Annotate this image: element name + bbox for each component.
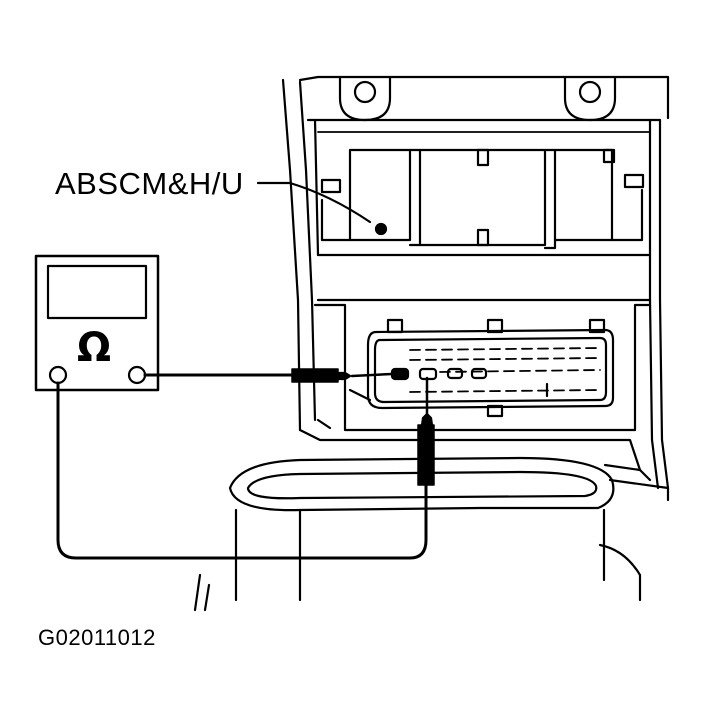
hydraulic-line	[193, 456, 642, 612]
callout-dot	[374, 222, 388, 236]
callout-leader	[256, 181, 372, 224]
module-callout-label: ABSCM&H/U	[55, 166, 244, 201]
abs-unit-housing	[281, 75, 670, 502]
module-cover	[317, 131, 651, 250]
ohm-symbol: Ω	[76, 325, 111, 371]
abs-connector	[348, 318, 615, 418]
test-leads	[56, 368, 435, 560]
figure-code: G02011012	[38, 625, 156, 650]
